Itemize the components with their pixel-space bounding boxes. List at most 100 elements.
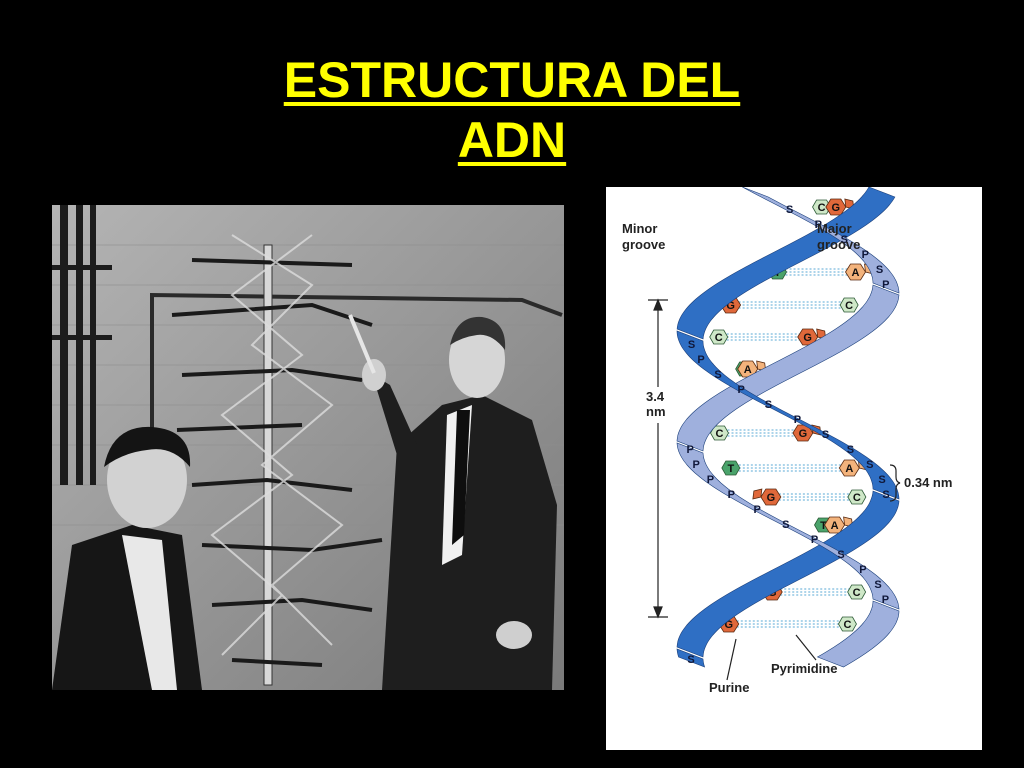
base-C: C <box>838 616 857 632</box>
purine-label: Purine <box>709 680 749 695</box>
purine-ring-5 <box>752 488 763 500</box>
backbone-letter: P <box>693 459 700 471</box>
person-left <box>52 426 202 690</box>
backbone-letter: P <box>882 279 889 291</box>
base-spacing-label: 0.34 nm <box>904 475 952 490</box>
backbone-letter: P <box>687 444 694 456</box>
base-letter: G <box>803 332 812 344</box>
pyrimidine-ring <box>721 460 741 476</box>
backbone-letter: S <box>765 399 772 411</box>
strand-light-back-1 <box>816 600 900 668</box>
base-letter: C <box>818 202 826 214</box>
base-letter: C <box>853 587 861 599</box>
backbone-letter: S <box>882 489 889 501</box>
strand-dark-front-1 <box>676 648 706 668</box>
turn-length-value: 3.4 <box>646 389 665 404</box>
base-G: G <box>825 198 855 216</box>
base-C: C <box>847 489 867 505</box>
backbone-letter: P <box>811 534 818 546</box>
backbone-letter: P <box>794 414 801 426</box>
backbone-letter: S <box>687 654 694 666</box>
pyrimidine-ring <box>847 489 867 505</box>
base-C: C <box>839 297 859 313</box>
pyrimidine-label: Pyrimidine <box>771 661 837 676</box>
base-letter: A <box>831 520 839 532</box>
base-T: T <box>721 460 741 476</box>
pyrimidine-pointer <box>795 634 817 661</box>
photo-wall-pipe <box>150 292 563 505</box>
watson-crick-photo <box>52 205 564 690</box>
base-letter: G <box>725 619 734 631</box>
backbone-letter: P <box>882 594 889 606</box>
slide-title: ESTRUCTURA DEL ADN <box>0 50 1024 170</box>
backbone-letter: S <box>714 369 721 381</box>
minor-groove-label-2: groove <box>622 237 665 252</box>
dna-model <box>171 234 383 686</box>
strand-light-front-1 <box>676 442 900 610</box>
minor-groove-label-1: Minor <box>622 221 657 236</box>
turn-length-unit: nm <box>646 404 666 419</box>
backbone-letter: S <box>847 444 854 456</box>
base-letter: C <box>715 332 723 344</box>
base-letter: C <box>845 300 853 312</box>
base-letter: C <box>843 619 851 631</box>
person-right <box>348 314 557 690</box>
backbone-letter: S <box>878 474 885 486</box>
backbone-letter: S <box>837 549 844 561</box>
photo-pipes <box>52 205 112 485</box>
title-line-2: ADN <box>457 112 567 168</box>
backbone-letter: S <box>822 429 829 441</box>
backbone-letter: P <box>862 249 869 261</box>
base-A: A <box>824 516 854 534</box>
major-groove-label-2: groove <box>817 237 860 252</box>
base-letter: A <box>845 463 853 475</box>
pyrimidine-ring <box>847 584 867 600</box>
strand-dark-front-0 <box>676 330 900 500</box>
strand-light-back-0 <box>676 284 900 452</box>
turn-length-marker <box>648 298 668 619</box>
base-C: C <box>709 329 729 345</box>
base-letter: G <box>767 492 776 504</box>
base-letter: C <box>853 492 861 504</box>
base-letter: A <box>744 364 752 376</box>
pyrimidine-ring <box>839 297 859 313</box>
dna-diagram: CGTAGCCGTACGTAGCTAGCGC SPSPSPSPSPSPSPSPS… <box>606 187 982 750</box>
purine-ring <box>760 488 782 506</box>
base-letter: T <box>727 463 734 475</box>
double-helix-diagram: CGTAGCCGTACGTAGCTAGCGC SPSPSPSPSPSPSPSPS… <box>622 187 952 695</box>
base-letter: G <box>726 300 735 312</box>
backbone-letter: S <box>874 579 881 591</box>
backbone-letter: P <box>815 219 822 231</box>
base-spacing-bracket <box>889 464 901 502</box>
backbone-letter: S <box>782 519 789 531</box>
backbone-letter: S <box>841 234 848 246</box>
photo-illustration <box>52 205 564 690</box>
major-groove-label-1: Major <box>817 221 852 236</box>
base-G: G <box>792 424 822 442</box>
base-letter: C <box>716 428 724 440</box>
pyrimidine-ring <box>838 616 857 632</box>
backbone-letter: S <box>688 339 695 351</box>
backbone-letter: P <box>697 354 704 366</box>
backbone-letter: P <box>859 564 866 576</box>
backbone-letter: P <box>728 489 735 501</box>
strand-light-front-0 <box>742 187 900 294</box>
base-letter: A <box>852 267 860 279</box>
base-letter: T <box>820 520 827 532</box>
base-G: G <box>752 488 782 506</box>
title-line-1: ESTRUCTURA DEL <box>283 52 741 108</box>
backbone-letter: P <box>754 504 761 516</box>
backbone-letter: P <box>738 384 745 396</box>
strands-layer <box>676 187 900 668</box>
backbone-letter: S <box>866 459 873 471</box>
base-letter: G <box>799 428 808 440</box>
pyrimidine-ring <box>709 329 729 345</box>
base-C: C <box>847 584 867 600</box>
strand-dark-back-0 <box>676 187 896 340</box>
backbone-letter: S <box>876 264 883 276</box>
backbone-letter: S <box>786 204 793 216</box>
purine-pointer <box>726 638 737 681</box>
backbone-letter: P <box>707 474 714 486</box>
base-letter: G <box>832 202 841 214</box>
